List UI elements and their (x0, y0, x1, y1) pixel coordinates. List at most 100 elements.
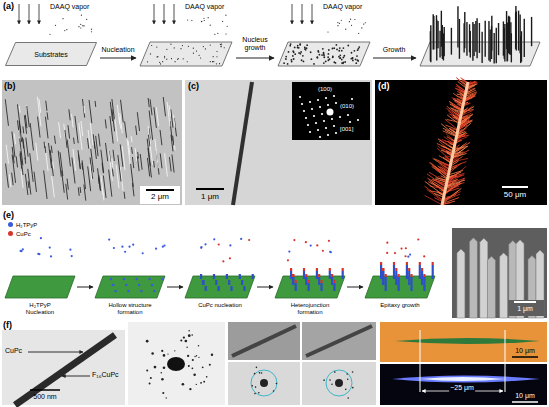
nanowire (88, 130, 90, 148)
nucleus-dot (332, 56, 334, 58)
pillar-tip (320, 280, 322, 283)
scale-label: 500 nm (33, 393, 56, 401)
diffraction-spot (203, 381, 205, 383)
nucleus-dot (150, 53, 151, 54)
nucleus-dot (343, 47, 345, 49)
molecule (155, 248, 157, 250)
diffraction-spot (334, 371, 336, 373)
scale-box (508, 300, 544, 316)
diffraction-spot (188, 334, 191, 337)
diffraction-spot (331, 118, 333, 120)
pillar-tip (318, 274, 320, 277)
nucleus (110, 278, 113, 281)
step-arrow (347, 287, 363, 288)
diffraction-spot (319, 136, 321, 138)
scale-bar (196, 188, 224, 190)
marker-line (420, 330, 421, 392)
vapor-dot (78, 26, 79, 27)
miller-index: (100) (318, 86, 332, 93)
molecule (423, 255, 425, 257)
nucleus-dot (221, 43, 222, 44)
vapor-dot (208, 17, 209, 18)
scale-bar (146, 189, 174, 191)
molecule (50, 255, 52, 257)
nanowire (153, 161, 155, 168)
nanowire (173, 136, 174, 146)
nucleus-dot (351, 52, 353, 54)
nanowire (90, 164, 92, 180)
pillar-tip (421, 268, 423, 271)
molecule (49, 247, 51, 249)
nanowire (93, 134, 95, 148)
nanowire (96, 136, 98, 156)
nanowire (6, 164, 9, 188)
nanowire (99, 134, 101, 147)
vapor-dot (187, 19, 188, 20)
nucleus-dot (219, 63, 220, 64)
vapor-dot (203, 18, 204, 19)
nucleus-dot (327, 53, 329, 55)
fiber-branch (436, 178, 448, 180)
vapor-arrow (174, 4, 175, 24)
fiber-branch (439, 156, 451, 163)
diffraction-spot (196, 355, 197, 356)
diffraction-spot (198, 357, 199, 358)
fiber-branch (433, 158, 450, 169)
nanowire (45, 117, 48, 139)
vapor-dot (82, 25, 83, 26)
pillar (382, 271, 384, 285)
nucleus-dot (339, 54, 341, 56)
nucleus-dot (332, 48, 334, 50)
nucleus-dot (213, 56, 214, 57)
molecule (405, 247, 407, 249)
diffraction-spot (161, 372, 163, 374)
pillar (329, 271, 331, 279)
nanowire (115, 118, 118, 142)
substrate-plate (140, 42, 232, 66)
molecule (322, 250, 324, 252)
nucleus-dot (328, 49, 330, 51)
nucleus-dot (183, 58, 184, 59)
diffraction-spot (191, 334, 193, 336)
nucleus-dot (216, 56, 217, 57)
diffraction-spot (254, 393, 256, 395)
fiber-branch (429, 191, 444, 194)
fiber-branch (427, 174, 446, 188)
vapor-dot (81, 15, 82, 16)
crystal-needle (472, 22, 473, 61)
nanowire (47, 112, 49, 119)
nanowire (84, 185, 86, 201)
nanowire (34, 172, 36, 192)
molecule (71, 255, 73, 257)
vapor-dot (91, 29, 92, 30)
molecule (328, 240, 330, 242)
nucleus-dot (342, 61, 344, 63)
ribbon (233, 82, 252, 205)
molecule (329, 251, 331, 253)
diffraction-spot (183, 336, 185, 338)
diffraction-spot (162, 392, 164, 394)
nucleus-dot (341, 50, 343, 52)
nucleus (127, 290, 130, 293)
diffraction-spot (259, 372, 261, 374)
nucleus (153, 290, 156, 293)
molecule (200, 246, 202, 248)
nucleus-dot (178, 58, 179, 59)
nanowire (124, 192, 126, 199)
diffraction-spot (188, 330, 189, 331)
pillar (342, 271, 344, 279)
vapor-dot (80, 24, 81, 25)
nanowire (30, 123, 33, 150)
diffraction-spot (254, 373, 256, 375)
fiber-branch (427, 189, 443, 201)
scale-label: 2 μm (150, 192, 170, 201)
legend-swatch (8, 222, 13, 227)
diffraction-center (335, 379, 343, 387)
nanowire (30, 153, 33, 182)
nanowire (9, 174, 11, 187)
pillar (395, 271, 397, 285)
nanowire (112, 158, 113, 169)
nanowire (22, 126, 24, 133)
diffraction-spot (146, 340, 149, 343)
nanowire (131, 147, 133, 154)
